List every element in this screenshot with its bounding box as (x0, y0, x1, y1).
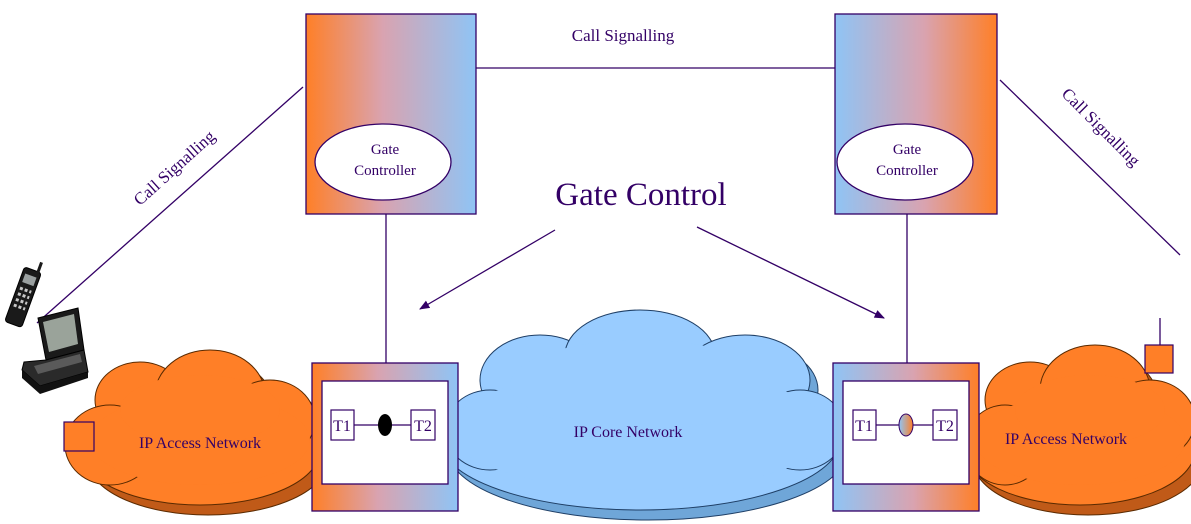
gate-closed-indicator (378, 414, 392, 436)
gate-controller-box-left: Gate Controller (305, 13, 477, 215)
gc-left-label-1: Gate (371, 142, 400, 158)
call-signalling-left-label: Call Signalling (130, 126, 219, 209)
gc-left-label-2: Controller (354, 163, 416, 179)
gc-right-label-2: Controller (876, 163, 938, 179)
ip-access-network-left-label: IP Access Network (139, 435, 261, 452)
gate-control-label: Gate Control (555, 177, 726, 213)
gate-control-arrow-right (696, 226, 885, 319)
ip-core-network-label: IP Core Network (574, 424, 683, 441)
call-signalling-top-label: Call Signalling (572, 26, 675, 45)
gate-controller-ellipse-right (836, 123, 974, 201)
terminal-t1-right (852, 409, 877, 441)
gate-controller-ellipse-left (314, 123, 452, 201)
laptop-icon (21, 307, 89, 394)
cable-modem-right-icon (1144, 344, 1174, 374)
ip-access-network-right-cloud (964, 344, 1191, 516)
ip-core-network-cloud (439, 309, 849, 521)
gate-control-arrow-left (419, 229, 556, 310)
t2-right-label: T2 (936, 418, 954, 435)
terminal-t2-right (932, 409, 958, 441)
gate-box-left: T1 T2 (311, 362, 459, 512)
t1-right-label: T1 (855, 418, 873, 435)
call-signalling-right-label: Call Signalling (1058, 84, 1144, 170)
ip-access-network-right-label: IP Access Network (1005, 431, 1127, 448)
gate-box-right: T1 T2 (832, 362, 980, 512)
terminal-t1-left (330, 409, 355, 441)
terminal-t2-left (410, 409, 436, 441)
gate-open-indicator (898, 413, 914, 437)
call-signalling-line-right (999, 79, 1181, 256)
call-signalling-line-left (36, 86, 304, 324)
gc-right-label-1: Gate (893, 142, 922, 158)
gate-controller-box-right: Gate Controller (834, 13, 998, 215)
ip-access-network-left-cloud (64, 349, 329, 516)
mobile-phone-icon (4, 261, 43, 328)
t1-left-label: T1 (333, 418, 351, 435)
t2-left-label: T2 (414, 418, 432, 435)
cable-modem-left-icon (63, 421, 95, 452)
